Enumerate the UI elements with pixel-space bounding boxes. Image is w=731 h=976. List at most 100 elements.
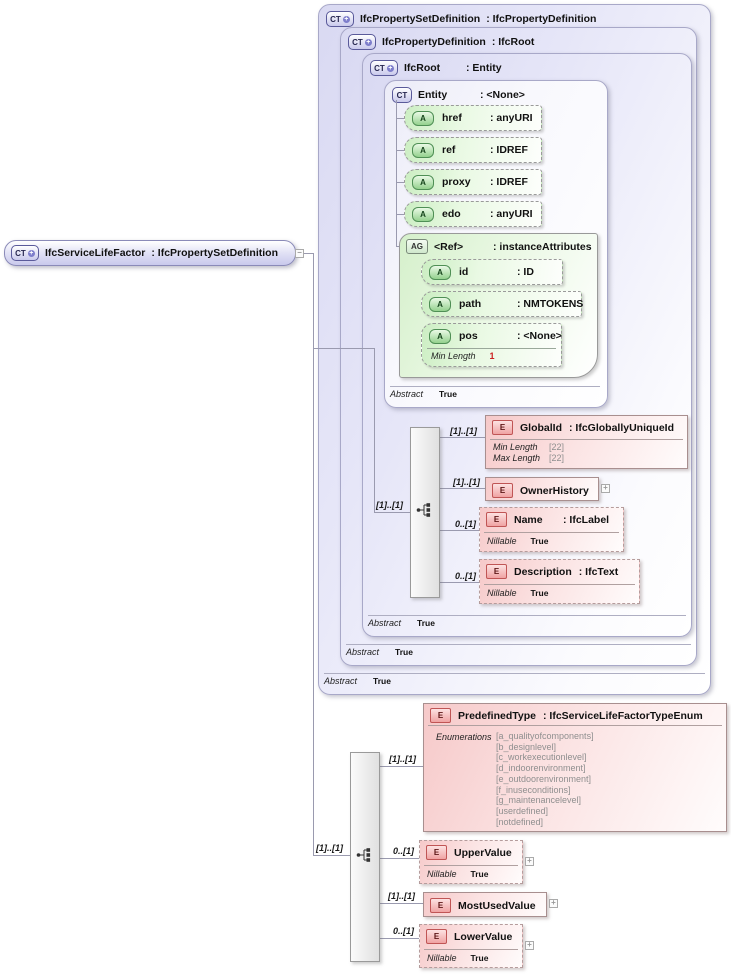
attr-type: : IDREF <box>490 144 528 156</box>
facet-value: True <box>470 953 489 963</box>
connector-line <box>396 100 397 246</box>
element-type: : IfcText <box>578 565 619 578</box>
attr-name: href <box>442 112 462 124</box>
abstract-label: Abstract <box>346 647 380 657</box>
expand-button-ownerhistory[interactable]: + <box>601 484 610 493</box>
connector-line <box>380 766 423 767</box>
ct-header-ifcroot[interactable]: CT+ IfcRoot : Entity <box>370 60 502 76</box>
element-box-description[interactable]: E Description : IfcText Nillable True <box>479 559 640 604</box>
attribute-icon: A <box>412 142 434 158</box>
abstract-facet: Abstract True <box>368 615 686 628</box>
element-name: Description <box>514 565 572 578</box>
element-box-lowervalue[interactable]: E LowerValue Nillable True <box>419 924 523 968</box>
ct-header-entity[interactable]: CT Entity : <None> <box>392 87 525 103</box>
divider <box>424 865 518 866</box>
attr-box-pos[interactable]: A pos : <None> Min Length 1 <box>421 323 562 367</box>
connector-line <box>313 253 314 855</box>
length-facets: Min Length[22] Max Length[22] <box>493 442 564 463</box>
abstract-facet: Abstract True <box>390 386 600 399</box>
collapse-button-root[interactable]: − <box>295 249 304 258</box>
abstract-facet: Abstract True <box>324 673 705 686</box>
enum-value: [f_inuseconditions] <box>496 784 571 795</box>
root-type-base: : IfcPropertySetDefinition <box>151 247 278 259</box>
element-box-uppervalue[interactable]: E UpperValue Nillable True <box>419 840 523 884</box>
abstract-label: Abstract <box>324 676 358 686</box>
ct-icon-label: CT <box>374 63 385 73</box>
ct-header-ifcpropertydefinition[interactable]: CT+ IfcPropertyDefinition : IfcRoot <box>348 34 534 50</box>
attribute-icon: A <box>429 328 451 344</box>
attr-box-href[interactable]: A href : anyURI <box>404 105 542 131</box>
abstract-value: True <box>373 676 391 686</box>
enumerations-label: Enumerations <box>436 732 492 742</box>
element-box-ownerhistory[interactable]: E OwnerHistory <box>485 477 599 501</box>
attr-box-ref[interactable]: A ref : IDREF <box>404 137 542 163</box>
root-type-box-ifcservicelifefactor[interactable]: CT+ IfcServiceLifeFactor : IfcPropertySe… <box>4 240 296 266</box>
connector-line <box>440 530 479 531</box>
divider <box>490 439 683 440</box>
expand-button-uppervalue[interactable]: + <box>525 857 534 866</box>
element-icon: E <box>426 929 447 944</box>
cardinality-label: 0..[1] <box>393 846 415 856</box>
element-box-name[interactable]: E Name : IfcLabel Nillable True <box>479 507 624 552</box>
enumeration-values: [a_qualityofcomponents] [b_designlevel] … <box>496 731 594 827</box>
facet-label: Min Length <box>431 351 476 361</box>
element-box-globalid[interactable]: E GlobalId : IfcGloballyUniqueId Min Len… <box>485 415 688 469</box>
connector-line <box>374 512 410 513</box>
ct-icon-label: CT <box>15 248 26 258</box>
attribute-group-icon: AG <box>406 239 428 254</box>
complex-type-icon: CT+ <box>370 60 398 76</box>
connector-line <box>374 348 375 512</box>
abstract-label: Abstract <box>390 389 424 399</box>
ct-name: Entity <box>418 89 448 101</box>
expand-button-lowervalue[interactable]: + <box>525 941 534 950</box>
ct-base-type: : <None> <box>480 89 525 101</box>
element-type: : IfcGloballyUniqueId <box>569 421 675 434</box>
element-name: MostUsedValue <box>458 899 536 912</box>
attr-type: : anyURI <box>490 208 533 220</box>
cardinality-label: 0..[1] <box>455 519 477 529</box>
attribute-group-header[interactable]: AG <Ref> : instanceAttributes <box>406 239 592 254</box>
facet-value: [22] <box>549 442 565 452</box>
divider <box>484 532 619 533</box>
attr-box-proxy[interactable]: A proxy : IDREF <box>404 169 542 195</box>
attr-box-id[interactable]: A id : ID <box>421 259 563 285</box>
sequence-indicator[interactable] <box>350 752 380 962</box>
nillable-facet: Nillable True <box>427 953 488 963</box>
abstract-facet: Abstract True <box>346 644 691 657</box>
enum-value: [userdefined] <box>496 805 549 816</box>
element-name: GlobalId <box>520 421 562 434</box>
attr-box-path[interactable]: A path : NMTOKENS <box>421 291 583 317</box>
expand-button-mostusedvalue[interactable]: + <box>549 899 558 908</box>
facet-value: True <box>470 869 489 879</box>
element-name: OwnerHistory <box>520 484 589 497</box>
attr-group-name: <Ref> <box>434 240 464 253</box>
facet-label: Max Length <box>493 452 541 463</box>
derived-plus-icon: + <box>386 64 394 72</box>
cardinality-label: 0..[1] <box>393 926 415 936</box>
connector-line <box>440 488 485 489</box>
connector-line <box>396 182 404 183</box>
attr-box-edo[interactable]: A edo : anyURI <box>404 201 542 227</box>
enum-value: [c_workexecutionlevel] <box>496 752 587 763</box>
root-type-name: IfcServiceLifeFactor <box>45 247 146 259</box>
ct-header-ifcpropertysetdefinition[interactable]: CT+ IfcPropertySetDefinition : IfcProper… <box>326 11 596 27</box>
attribute-icon: A <box>429 296 451 312</box>
ct-icon-label: CT <box>330 14 341 24</box>
complex-type-icon: CT+ <box>11 245 39 261</box>
connector-line <box>396 150 404 151</box>
ct-base-type: : IfcRoot <box>491 36 535 48</box>
element-type: : IfcServiceLifeFactorTypeEnum <box>543 709 703 722</box>
attr-type: : ID <box>517 266 534 278</box>
abstract-value: True <box>395 647 413 657</box>
element-box-mostusedvalue[interactable]: E MostUsedValue <box>423 892 547 917</box>
derived-plus-icon: + <box>342 15 350 23</box>
complex-type-icon: CT+ <box>326 11 354 27</box>
sequence-icon <box>416 502 434 523</box>
sequence-indicator[interactable] <box>410 427 440 598</box>
enum-value: [d_indoorenvironment] <box>496 763 586 774</box>
cardinality-label: [1]..[1] <box>388 891 415 901</box>
facet-label: Nillable <box>427 953 457 963</box>
complex-type-icon: CT <box>392 87 412 103</box>
enum-value: [g_maintenancelevel] <box>496 795 582 806</box>
element-box-predefinedtype[interactable]: E PredefinedType : IfcServiceLifeFactorT… <box>423 703 727 832</box>
